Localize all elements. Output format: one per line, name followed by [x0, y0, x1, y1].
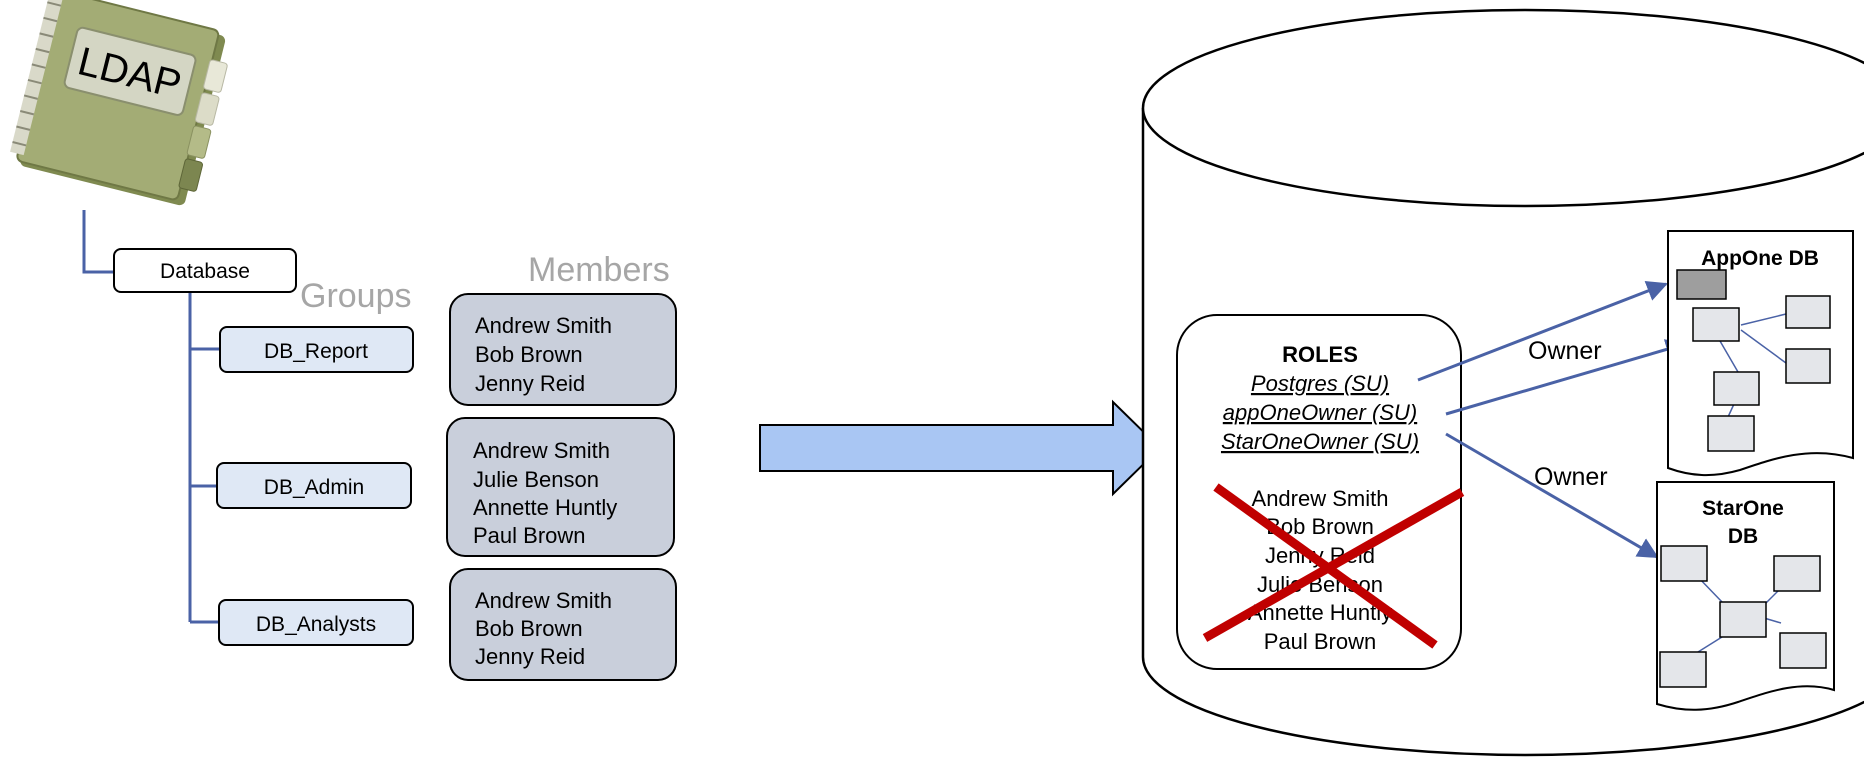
members-box-db-admin: Andrew Smith Julie Benson Annette Huntly…	[446, 417, 675, 557]
group-node-db-report: DB_Report	[219, 326, 414, 373]
member-name: Annette Huntly	[473, 495, 617, 520]
owner-label: Owner	[1534, 463, 1608, 491]
roles-box: ROLES Postgres (SU) appOneOwner (SU) Sta…	[1176, 314, 1465, 670]
table-shape	[1773, 555, 1821, 592]
owner-arrow-apponeowner-appone	[1445, 339, 1688, 416]
removed-member: Paul Brown	[1264, 629, 1377, 654]
starone-db-title: StarOne	[1702, 497, 1784, 520]
member-name: Jenny Reid	[475, 644, 585, 669]
group-node-db-admin: DB_Admin	[216, 462, 412, 509]
members-heading: Members	[528, 251, 670, 289]
starone-db-document: StarOne DB	[1656, 481, 1835, 711]
members-box-db-analysts: Andrew Smith Bob Brown Jenny Reid	[449, 568, 677, 681]
group-node-db-analysts: DB_Analysts	[218, 599, 414, 646]
member-name: Andrew Smith	[475, 313, 612, 338]
members-box-db-report: Andrew Smith Bob Brown Jenny Reid	[449, 293, 677, 406]
roles-title: ROLES	[1282, 342, 1358, 367]
table-shape	[1707, 415, 1755, 452]
owner-arrow-postgres-appone	[1417, 281, 1668, 382]
member-name: Jenny Reid	[475, 371, 585, 396]
member-name: Andrew Smith	[473, 438, 610, 463]
group-label: DB_Report	[264, 340, 368, 363]
groups-heading: Groups	[300, 277, 412, 315]
table-shape	[1676, 269, 1727, 300]
database-root-label: Database	[160, 260, 250, 283]
member-name: Andrew Smith	[475, 588, 612, 613]
table-shape	[1785, 348, 1831, 384]
table-shape	[1785, 295, 1831, 329]
table-shape	[1692, 307, 1740, 342]
table-links	[1719, 313, 1787, 418]
role-superuser: appOneOwner (SU)	[1223, 400, 1417, 425]
member-name: Bob Brown	[475, 616, 583, 641]
table-shape	[1719, 601, 1767, 638]
role-superuser: Postgres (SU)	[1251, 371, 1389, 396]
member-name: Bob Brown	[475, 342, 583, 367]
table-shape	[1659, 651, 1707, 688]
member-name: Paul Brown	[473, 523, 586, 548]
table-shape	[1713, 371, 1760, 406]
binder-rings	[10, 0, 63, 156]
cross-out-mark	[1202, 483, 1465, 649]
database-root-node: Database	[113, 248, 297, 293]
group-label: DB_Admin	[264, 476, 364, 499]
owner-label: Owner	[1528, 337, 1602, 365]
group-label: DB_Analysts	[256, 613, 376, 636]
table-shape	[1660, 545, 1708, 582]
removed-member: Andrew Smith	[1252, 486, 1389, 511]
tree-connectors	[82, 210, 222, 624]
member-name: Julie Benson	[473, 467, 599, 492]
transform-block-arrow	[759, 399, 1162, 497]
starone-db-title: DB	[1728, 525, 1758, 548]
appone-db-title: AppOne DB	[1701, 247, 1819, 270]
appone-db-document: AppOne DB	[1667, 230, 1854, 477]
owner-arrow-staroneowner-starone	[1445, 432, 1659, 559]
owner-arrows	[1417, 281, 1688, 559]
role-superuser: StarOneOwner (SU)	[1221, 429, 1419, 454]
ldap-binder-icon: LDAP	[10, 0, 228, 206]
binder-tabs	[178, 59, 228, 192]
table-shape	[1779, 632, 1827, 669]
